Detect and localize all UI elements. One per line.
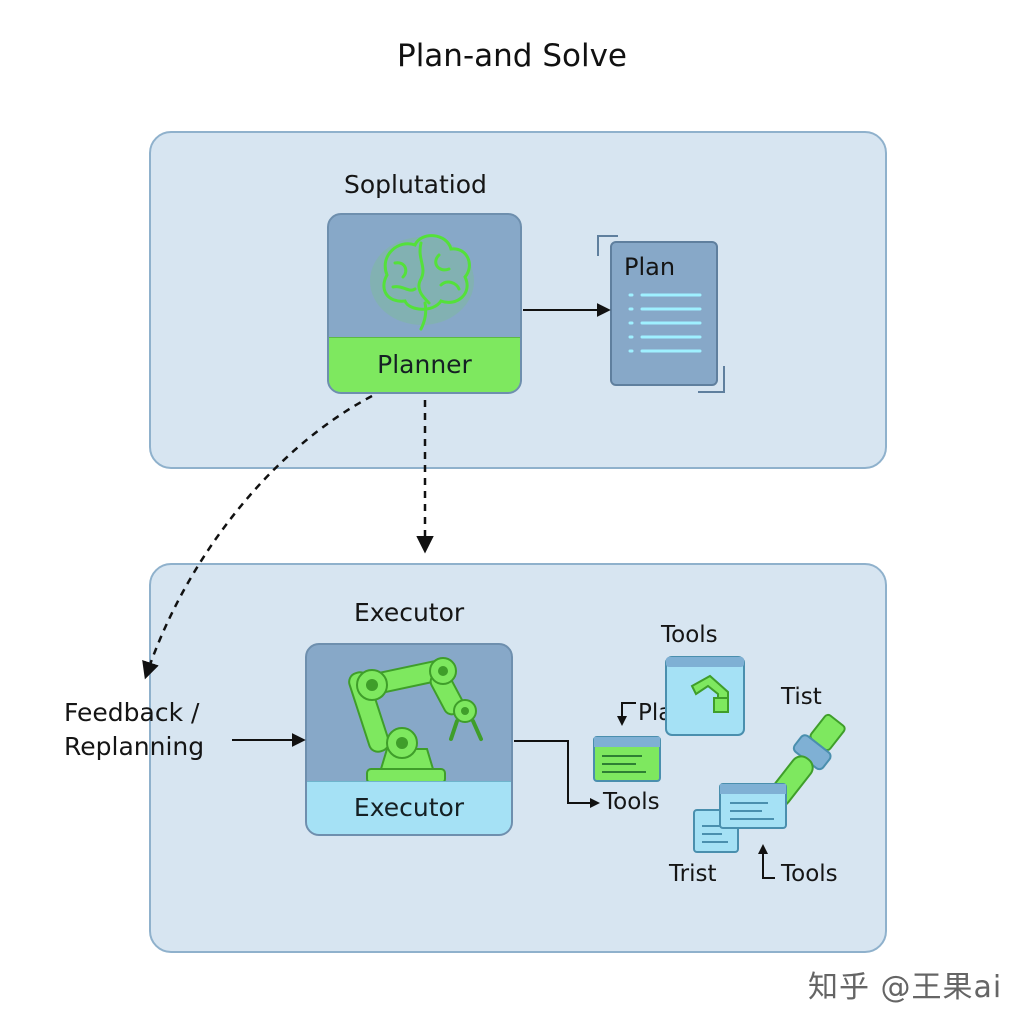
- robot-arm-icon: [348, 657, 483, 784]
- execution-heading: Executor: [354, 598, 465, 627]
- tist-label: Tist: [781, 684, 822, 710]
- watermark: 知乎 @王果ai: [808, 970, 1003, 1005]
- tool-window-green-icon: [593, 736, 661, 782]
- executor-label: Executor: [307, 781, 511, 834]
- executor-node: Executor: [305, 643, 513, 836]
- plan-small-connector: [617, 702, 636, 726]
- executor-to-tools-connector: [514, 740, 600, 808]
- plan-label: Plan: [624, 253, 676, 281]
- replanning-dashed-curve: [142, 394, 373, 680]
- planner-label: Planner: [329, 337, 520, 392]
- trist-label: Trist: [669, 861, 717, 887]
- feedback-label-line2: Replanning: [64, 732, 205, 761]
- document-icon: [628, 293, 702, 353]
- plan-doc-corners: [597, 235, 725, 393]
- feedback-label-line1: Feedback /: [64, 698, 200, 727]
- brain-icon: [370, 234, 474, 331]
- planning-heading: Soplutatiod: [344, 170, 487, 199]
- planner-node: Planner: [327, 213, 522, 394]
- tool-card-top-icon: [665, 656, 745, 736]
- tools-label-mid: Tools: [603, 789, 660, 815]
- tools-label-bottom: Tools: [781, 861, 838, 887]
- diagram-title: Plan-and Solve: [397, 38, 627, 74]
- tools-label-top: Tools: [661, 622, 718, 648]
- plan-document: Plan: [610, 241, 718, 386]
- tool-window-front-icon: [719, 783, 787, 829]
- execution-panel: [149, 563, 887, 953]
- tools-bottom-connector: [758, 844, 775, 879]
